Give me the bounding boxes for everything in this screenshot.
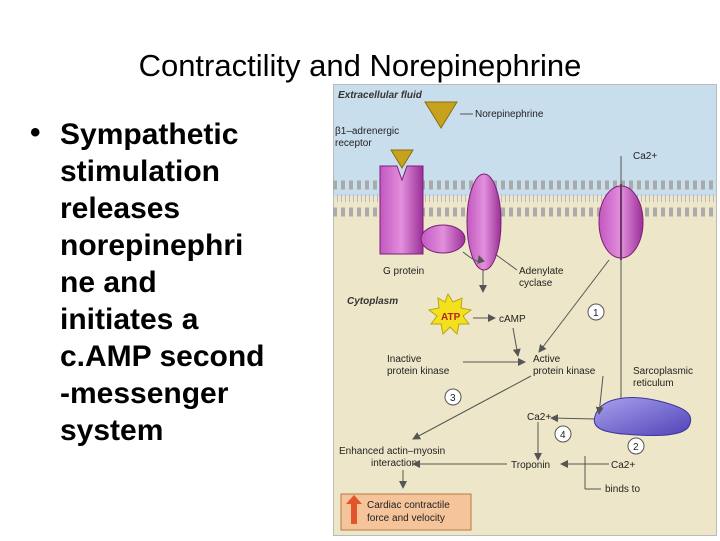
adenylate-label-2: cyclase	[519, 278, 553, 289]
norepinephrine-label: Norepinephrine	[475, 109, 544, 120]
sarcoplasmic-reticulum	[593, 397, 692, 436]
step-2-marker	[627, 437, 645, 455]
gprotein-label: G protein	[383, 266, 424, 277]
atp-label: ATP	[441, 312, 461, 323]
result-label-2: force and velocity	[367, 513, 445, 524]
step-1-marker	[587, 303, 605, 321]
atp-icon	[427, 292, 473, 336]
bullet-dot: •	[30, 116, 41, 149]
binds-to-label: binds to	[605, 484, 640, 495]
ca-top-label: Ca2+	[633, 151, 657, 162]
active-pk-label-2: protein kinase	[533, 366, 596, 377]
troponin-label: Troponin	[511, 460, 550, 471]
step-2-label: 2	[633, 442, 639, 453]
norepinephrine-icon	[424, 101, 458, 129]
bullet-text: Sympathetic stimulation releases norepin…	[60, 118, 265, 447]
adenylate-label-1: Adenylate	[519, 266, 564, 277]
receptor-bound-ligand-icon	[390, 149, 414, 169]
inactive-pk-label-1: Inactive	[387, 354, 422, 365]
cytoplasm-label: Cytoplasm	[347, 296, 398, 307]
result-box	[340, 493, 472, 531]
sr-label-2: reticulum	[633, 378, 674, 389]
receptor-label-2: receptor	[335, 138, 372, 149]
sr-label-1: Sarcoplasmic	[633, 366, 693, 377]
step-4-label: 4	[560, 430, 566, 441]
step-3-label: 3	[450, 393, 456, 404]
slide-title: Contractility and Norepinephrine	[138, 48, 582, 83]
ca-bottom-label: Ca2+	[611, 460, 635, 471]
result-label-1: Cardiac contractile	[367, 500, 450, 511]
extracellular-label: Extracellular fluid	[338, 90, 423, 101]
enhanced-label-2: interaction	[371, 458, 417, 469]
figure-frame	[333, 84, 717, 536]
ca-mid-label: Ca2+	[527, 412, 551, 423]
active-pk-label-1: Active	[533, 354, 561, 365]
g-protein	[420, 224, 466, 254]
beta1-receptor	[379, 165, 424, 255]
enhanced-label-1: Enhanced actin–myosin	[339, 446, 445, 457]
inactive-pk-label-2: protein kinase	[387, 366, 450, 377]
step-4-marker	[554, 425, 572, 443]
camp-label: cAMP	[499, 314, 526, 325]
increase-arrow-icon	[346, 495, 362, 524]
signaling-diagram: Extracellular fluid Norepinephrine β1–ad…	[333, 84, 717, 536]
step-1-label: 1	[593, 308, 599, 319]
receptor-label-1: β1–adrenergic	[335, 126, 399, 137]
adenylate-cyclase	[466, 173, 502, 271]
step-3-marker	[444, 388, 462, 406]
